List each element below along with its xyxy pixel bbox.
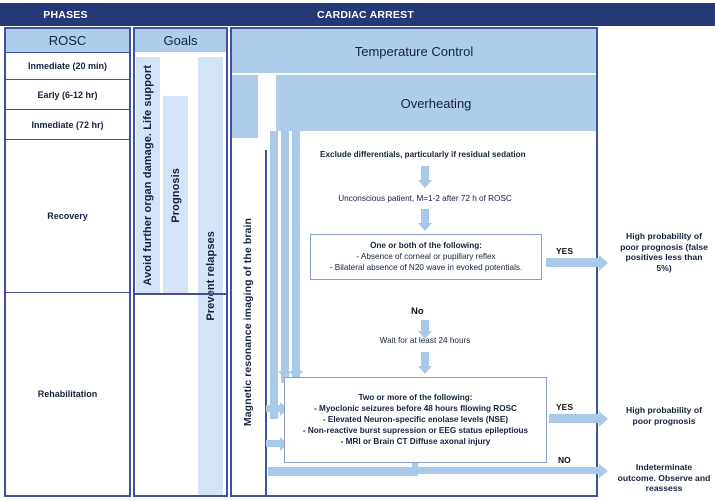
flow-arrowhead-1 [418, 180, 432, 188]
flow-arrow-2 [421, 209, 429, 223]
flow-arrowhead-2 [418, 223, 432, 231]
outcome-text-3: Indeterminate outcome. Observe and reass… [617, 462, 711, 493]
yes-label-2: YES [556, 402, 574, 412]
yes-arrow-2 [549, 414, 599, 423]
phase-row-rehabilitation: Rehabilitation [6, 292, 129, 495]
temperature-band-stub [232, 75, 258, 138]
no-label-branch: No [411, 306, 424, 317]
goals-column-header: Goals [135, 29, 226, 52]
connector-arrow-into-box2-upper [266, 405, 280, 412]
cardiac-arrest-header-title: CARDIAC ARREST [317, 8, 414, 21]
flow-step-wait-24-hours: Wait for at least 24 hours [379, 336, 471, 345]
flow-arrow-3 [421, 320, 429, 331]
goal-bar-avoid-organ-damage: Avoid further organ damage. Life support [136, 57, 160, 294]
goal-bar-avoid-organ-damage-label: Avoid further organ damage. Life support [142, 65, 154, 286]
mri-column-divider [265, 150, 267, 495]
flow-arrowhead-3 [418, 331, 432, 339]
connector-bar-2 [281, 131, 289, 383]
criteria-box-1-line-2: - Bilateral absence of N20 wave in evoke… [329, 263, 523, 272]
goal-bar-prognosis-label: Prognosis [169, 167, 182, 223]
mri-column-label: Magnetic resonance imaging of the brain [242, 218, 254, 427]
criteria-box-2-line-2: - Elevated Neuron-specific enolase level… [322, 415, 509, 424]
phase-row-recovery: Recovery [6, 139, 129, 292]
criteria-box-1-title: One or both of the following: [370, 241, 482, 250]
flow-step-exclude-differentials: Exclude differentials, particularly if r… [320, 150, 526, 159]
phase-row-immediate-20min: Inmediate (20 min) [6, 52, 129, 79]
flow-step-unconscious-patient: Unconscious patient, M=1-2 after 72 h of… [338, 194, 512, 203]
rosc-column-header: ROSC [6, 29, 129, 52]
phases-header-title: PHASES [43, 8, 88, 21]
phase-row-early-6-12hr: Early (6-12 hr) [6, 79, 129, 109]
goal-bar-prognosis: Prognosis [163, 96, 188, 294]
criteria-box-2-line-1: - Myoclonic seizures before 48 hours fll… [314, 404, 517, 413]
phase-row-immediate-72hr: Inmediate (72 hr) [6, 109, 129, 139]
overheating-band: Overheating [276, 75, 596, 131]
flow-arrowhead-4 [418, 366, 432, 374]
yes-label-1: YES [556, 246, 574, 256]
criteria-box-2-title: Two or more of the following: [358, 393, 473, 402]
connector-bar-1 [270, 131, 278, 419]
criteria-box-2-line-4: - MRI or Brain CT Diffuse axonal injury [340, 437, 491, 446]
goal-bar-prevent-relapses-label: Prevent relapses [204, 231, 217, 321]
criteria-box-2-line-3: - Non-reactive burst supression or EEG s… [302, 426, 529, 435]
connector-arrowhead-3 [289, 371, 303, 379]
criteria-box-1-line-1: - Absence of corneal or pupillary reflex [356, 252, 496, 261]
connector-bar-3 [292, 131, 300, 383]
no-arrowhead-3 [599, 464, 608, 478]
criteria-box-2: Two or more of the following: - Myocloni… [284, 377, 547, 463]
outcome-text-2: High probability of poor prognosis [626, 405, 702, 426]
yes-arrow-1 [546, 258, 599, 267]
connector-arrow-into-box2-lower [266, 440, 280, 447]
goal-bar-prevent-relapses: Prevent relapses [198, 57, 223, 495]
flow-arrow-1 [421, 166, 429, 180]
mri-column: Magnetic resonance imaging of the brain [232, 150, 264, 495]
flow-arrow-4 [421, 352, 429, 366]
no-arrow-3 [268, 467, 599, 474]
connector-arrowhead-2 [278, 371, 292, 379]
criteria-box-1: One or both of the following: - Absence … [310, 234, 542, 280]
yes-arrowhead-1 [599, 255, 608, 271]
header-bar [0, 3, 715, 26]
goals-panel-divider [135, 293, 226, 295]
temperature-control-band: Temperature Control [232, 29, 596, 73]
yes-arrowhead-2 [599, 411, 608, 427]
outcome-text-1: High probability of poor prognosis (fals… [620, 231, 708, 273]
no-label-3: NO [558, 455, 571, 465]
